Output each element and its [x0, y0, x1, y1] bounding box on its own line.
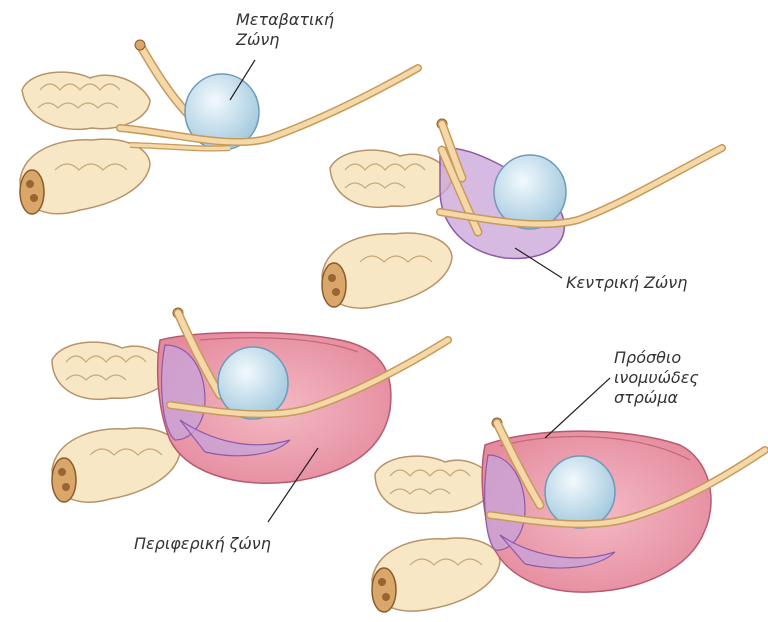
label-transition-line2: Ζώνη — [236, 30, 279, 49]
label-anterior-line2: ινομυώδες — [614, 368, 699, 388]
seminal-vesicle-lower-2 — [322, 233, 452, 308]
figure-anterior-stroma — [372, 378, 765, 612]
label-anterior-stroma: Πρόσθιο ινομυώδες στρώμα — [614, 348, 699, 408]
label-anterior-line3: στρώμα — [614, 388, 699, 408]
seminal-vesicle-upper — [22, 72, 150, 129]
label-central-zone: Κεντρική Ζώνη — [566, 273, 687, 293]
seminal-vesicle-lower-3 — [52, 428, 180, 502]
seminal-vesicle-lower-4 — [372, 538, 500, 612]
label-peripheral-zone: Περιφερική ζώνη — [134, 534, 271, 554]
seminal-vesicle-upper-3 — [52, 342, 172, 399]
label-anterior-line1: Πρόσθιο — [614, 348, 699, 368]
seminal-vesicle-upper-4 — [375, 456, 495, 513]
seminal-vesicle-lower — [20, 139, 150, 214]
transition-zone-sphere-4 — [545, 456, 615, 528]
seminal-vesicle-upper-2 — [330, 150, 452, 207]
transition-zone-sphere-3 — [218, 347, 288, 419]
label-transition-line1: Μεταβατική — [236, 10, 334, 29]
label-transition-zone: Μεταβατική Ζώνη — [236, 10, 334, 50]
leader-anterior — [545, 378, 610, 438]
